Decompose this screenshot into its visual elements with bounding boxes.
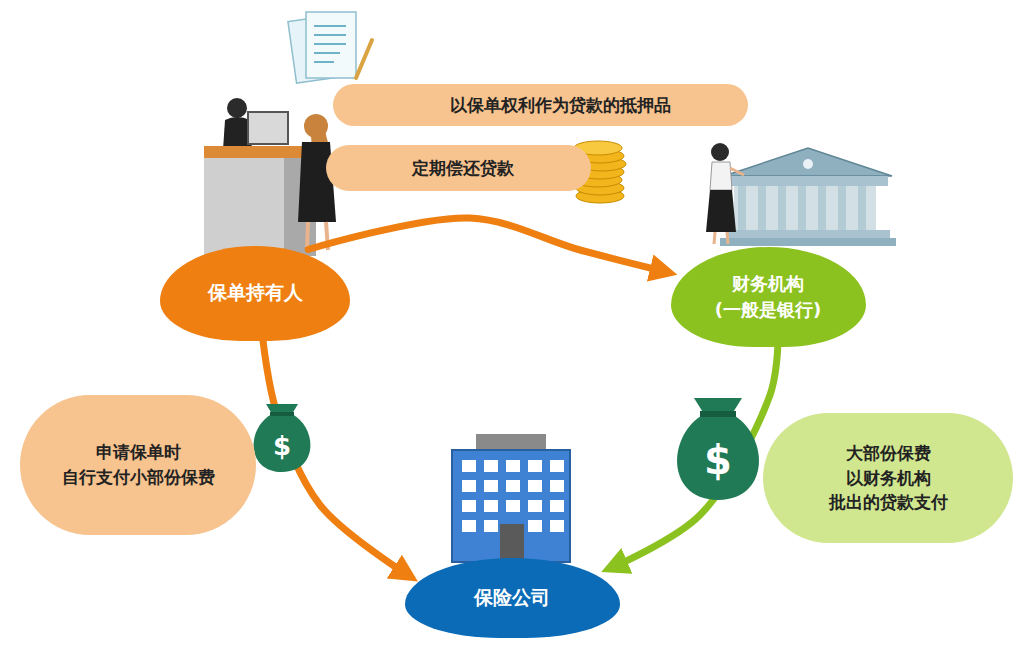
money-bag-icon xyxy=(254,404,311,472)
node-label: 定期偿还贷款 xyxy=(412,156,514,181)
node-label: 财务机构 (一般是银行) xyxy=(715,271,821,323)
bank-building xyxy=(706,143,896,246)
currency-symbol: $ xyxy=(273,431,291,461)
node-label: 申请保单时 自行支付小部份保费 xyxy=(62,440,215,489)
flow-arrow xyxy=(612,347,778,568)
flow-arrow xyxy=(308,218,666,272)
money-bag-icon xyxy=(677,398,759,500)
party-blob: 保单持有人 xyxy=(160,246,350,341)
currency-symbol: $ xyxy=(704,437,732,483)
node-label: 以保单权利作为贷款的抵押品 xyxy=(450,93,671,118)
callout-pill: 大部份保费 以财务机构 批出的贷款支付 xyxy=(763,413,1013,543)
node-label: 保险公司 xyxy=(474,584,550,612)
document-icon xyxy=(288,12,372,83)
callout-pill: 以保单权利作为贷款的抵押品 xyxy=(333,84,748,126)
callout-pill: 定期偿还贷款 xyxy=(326,145,591,191)
service-desk xyxy=(204,98,336,256)
callout-pill: 申请保单时 自行支付小部份保费 xyxy=(20,395,256,535)
node-label: 大部份保费 以财务机构 批出的贷款支付 xyxy=(829,441,948,515)
flow-arrow xyxy=(263,341,409,576)
party-blob: 保险公司 xyxy=(405,558,620,638)
party-blob: 财务机构 (一般是银行) xyxy=(671,247,866,347)
node-label: 保单持有人 xyxy=(208,279,303,307)
office-building xyxy=(452,434,570,562)
